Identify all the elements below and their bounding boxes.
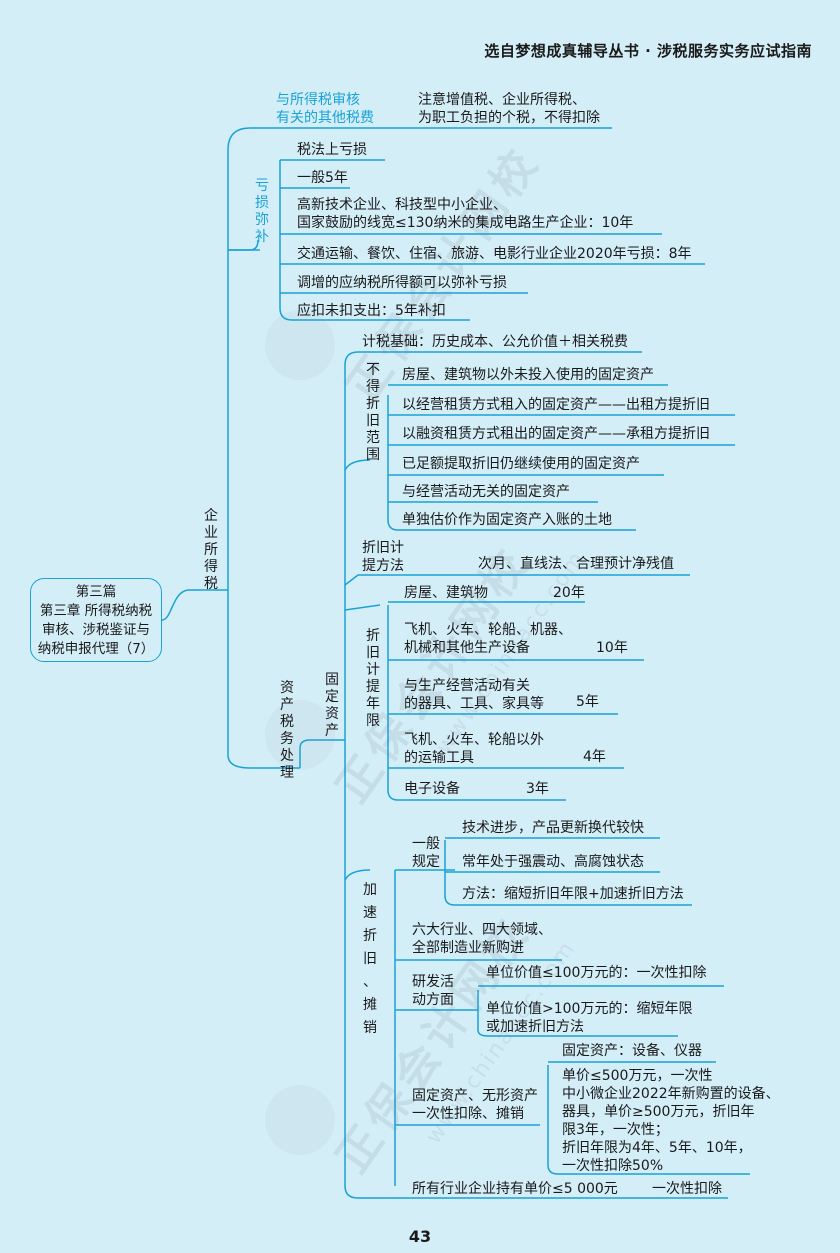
loss-item: 调增的应纳税所得额可以弥补亏损 — [297, 275, 507, 291]
other-taxes-note: 为职工负担的个税，不得扣除 — [418, 110, 600, 126]
one-time-fixed: 固定资产：设备、仪器 — [562, 1043, 702, 1059]
years-value: 20年 — [553, 585, 585, 601]
loss-item: 高新技术企业、科技型中小企业、 — [297, 197, 507, 213]
no-depreciation-item: 已足额提取折旧仍继续使用的固定资产 — [402, 456, 640, 472]
years-item: 飞机、火车、轮船以外 — [404, 732, 544, 748]
root-line: 第三章 所得税纳税 — [39, 603, 153, 619]
rd-item: 单位价值≤100万元的：一次性扣除 — [486, 965, 707, 981]
no-depreciation-item: 与经营活动无关的固定资产 — [402, 484, 570, 500]
root-line: 第三篇 — [75, 584, 117, 600]
six-industries: 全部制造业新购进 — [412, 940, 524, 956]
one-time-detail: 限3年，一次性； — [562, 1122, 669, 1138]
all-industries: 所有行业企业持有单价≤5 000元 — [412, 1181, 618, 1197]
root-node: 第三篇 第三章 所得税纳税 审核、涉税鉴证与 纳税申报代理（7） — [30, 578, 162, 662]
general-rule-item: 技术进步，产品更新换代较快 — [462, 820, 644, 836]
rd-label: 动方面 — [412, 992, 454, 1008]
loss-carryover-label: 亏损弥补 — [255, 178, 269, 245]
page-number: 43 — [408, 1227, 432, 1246]
no-depreciation-item: 以融资租赁方式租出的固定资产——承租方提折旧 — [402, 426, 710, 442]
general-rule-label: 一般 — [412, 836, 440, 852]
watermark-logo — [265, 310, 335, 380]
page-header: 选自梦想成真辅导丛书 · 涉税服务实务应试指南 — [484, 42, 812, 60]
years-value: 10年 — [596, 640, 628, 656]
one-time-detail: 器具，单价≥500万元，折旧年 — [562, 1104, 755, 1120]
root-line: 纳税申报代理（7） — [37, 641, 155, 657]
one-time-detail: 一次性扣除50% — [562, 1158, 664, 1174]
general-rule-item: 方法：缩短折旧年限+加速折旧方法 — [462, 886, 684, 902]
one-time-label: 固定资产、无形资产 — [412, 1088, 538, 1104]
years-item: 飞机、火车、轮船、机器、 — [404, 622, 572, 638]
one-time-detail: 折旧年限为4年、5年、10年， — [562, 1140, 752, 1156]
depreciation-method-label: 折旧计 — [362, 540, 404, 556]
depreciation-years-label: 折旧计提年限 — [366, 628, 380, 729]
depreciation-method-label: 提方法 — [362, 558, 404, 574]
other-taxes-label: 有关的其他税费 — [276, 110, 374, 126]
years-item: 机械和其他生产设备 — [404, 640, 530, 656]
other-taxes-label: 与所得税审核 — [276, 92, 360, 108]
loss-item: 交通运输、餐饮、住宿、旅游、电影行业企业2020年亏损：8年 — [297, 246, 692, 262]
years-value: 3年 — [526, 781, 549, 797]
years-item: 的运输工具 — [404, 750, 474, 766]
six-industries: 六大行业、四大领域、 — [412, 922, 552, 938]
loss-item: 税法上亏损 — [297, 142, 367, 158]
no-depreciation-item: 房屋、建筑物以外未投入使用的固定资产 — [402, 367, 654, 383]
loss-item: 应扣未扣支出：5年补扣 — [297, 303, 446, 319]
all-industries-value: 一次性扣除 — [652, 1181, 722, 1197]
years-item: 电子设备 — [404, 781, 460, 797]
rd-item: 单位价值>100万元的：缩短年限 — [486, 1001, 693, 1017]
no-depreciation-label: 不得折旧范围 — [366, 362, 380, 463]
root-line: 审核、涉税鉴证与 — [42, 622, 150, 638]
branch-enterprise-income-tax: 企业所得税 — [204, 508, 218, 592]
rd-label: 研发活 — [412, 974, 454, 990]
rd-item: 或加速折旧方法 — [486, 1019, 584, 1035]
years-value: 4年 — [583, 749, 606, 765]
depreciation-method-value: 次月、直线法、合理预计净残值 — [478, 556, 674, 572]
no-depreciation-item: 以经营租赁方式租入的固定资产——出租方提折旧 — [402, 397, 710, 413]
loss-item: 国家鼓励的线宽≤130纳米的集成电路生产企业：10年 — [297, 215, 634, 231]
years-item: 房屋、建筑物 — [404, 585, 488, 601]
accelerated-depreciation-label: 加速折旧、摊销 — [363, 882, 377, 1036]
other-taxes-note: 注意增值税、企业所得税、 — [418, 92, 586, 108]
watermark-logo — [265, 1085, 335, 1155]
general-rule-label: 规定 — [412, 854, 440, 870]
loss-item: 一般5年 — [297, 170, 348, 186]
one-time-detail: 单价≤500万元，一次性 — [562, 1068, 713, 1084]
years-value: 5年 — [576, 694, 599, 710]
no-depreciation-item: 单独估价作为固定资产入账的土地 — [402, 512, 612, 528]
fixed-asset-label: 固定资产 — [325, 672, 339, 739]
tax-basis: 计税基础：历史成本、公允价值＋相关税费 — [362, 334, 628, 350]
years-item: 与生产经营活动有关 — [404, 678, 530, 694]
asset-tax-treatment-label: 资产税务处理 — [280, 680, 294, 781]
one-time-detail: 中小微企业2022年新购置的设备、 — [562, 1086, 780, 1102]
years-item: 的器具、工具、家具等 — [404, 696, 544, 712]
one-time-label: 一次性扣除、摊销 — [412, 1106, 524, 1122]
general-rule-item: 常年处于强震动、高腐蚀状态 — [462, 854, 644, 870]
